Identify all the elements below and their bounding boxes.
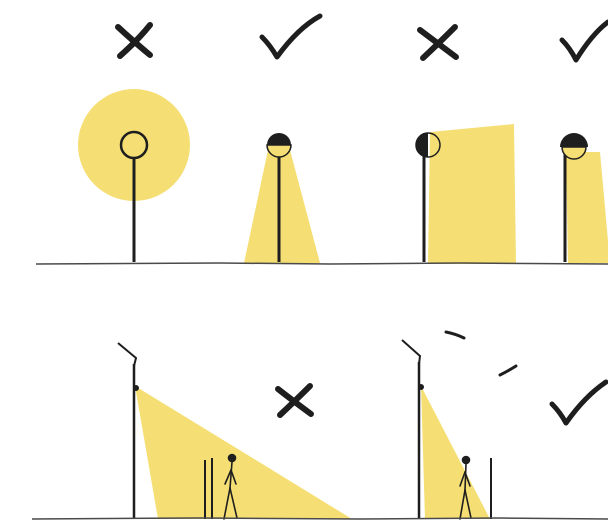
lamp-shade	[267, 133, 291, 145]
panel-hooded-lamp	[560, 22, 608, 263]
wrong-cross-mark	[278, 386, 311, 415]
ground-line-top	[36, 263, 608, 264]
light-spill-area	[428, 124, 516, 264]
bird	[500, 366, 516, 375]
lamp-head	[133, 385, 139, 391]
lamp-arm	[402, 340, 420, 364]
light-cone	[244, 150, 320, 263]
panel-focused-beam-pedestrian	[402, 332, 606, 519]
lamp-arm	[118, 343, 136, 366]
right-check-mark	[552, 382, 606, 423]
ground-line-bottom	[32, 518, 608, 519]
light-beam	[566, 152, 608, 263]
lamp-shade	[560, 133, 588, 147]
panel-globe-lamp	[78, 25, 190, 262]
panel-half-shielded-lamp	[416, 27, 516, 264]
lamp-shade	[416, 133, 428, 157]
right-check-mark	[562, 22, 608, 60]
panel-wide-spill-pedestrian	[118, 343, 352, 519]
right-check-mark	[262, 16, 320, 57]
wrong-cross-mark	[118, 25, 150, 56]
light-spill-triangle	[135, 386, 352, 519]
wrong-cross-mark	[420, 27, 456, 58]
lamp-head	[418, 384, 424, 390]
light-beam-triangle	[421, 386, 490, 519]
panel-shielded-lamp	[244, 16, 320, 263]
bird	[446, 332, 464, 338]
